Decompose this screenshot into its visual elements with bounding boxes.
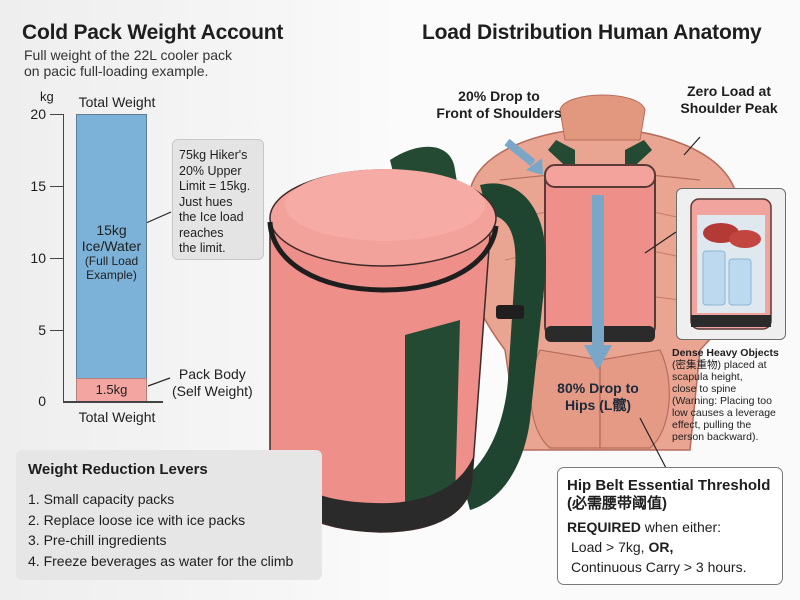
ice-note-2: Example)	[86, 268, 137, 282]
bar-ice-water	[76, 114, 147, 379]
callout-line: the Ice load	[179, 210, 244, 224]
subtitle-line-1: Full weight of the 22L cooler pack	[24, 47, 233, 63]
y-tickmark	[50, 114, 64, 115]
lever-item: 3. Pre-chill ingredients	[28, 532, 167, 548]
back-pack-illustration	[504, 138, 656, 370]
front-shoulders-line-1: 20% Drop to	[458, 88, 540, 104]
y-tick-15: 15	[30, 178, 46, 194]
dense-line: person backward).	[672, 431, 759, 443]
required-word: REQUIRED	[567, 519, 641, 535]
weight-reduction-levers-box: Weight Reduction Levers 1. Small capacit…	[16, 450, 322, 580]
front-shoulders-line-2: Front of Shoulders	[436, 105, 562, 121]
pack-contents-icon	[690, 198, 772, 330]
column-header-bottom: Total Weight	[78, 409, 156, 425]
threshold-required: REQUIRED when either:	[567, 517, 782, 537]
body-bar-value: 1.5kg	[95, 382, 128, 397]
hips-line-2: Hips (L髋)	[564, 397, 632, 413]
y-tick-5: 5	[38, 322, 46, 338]
dense-line: (密集重物) placed at	[672, 359, 767, 371]
pack-body-label-1: Pack Body	[178, 366, 246, 382]
hip-belt-threshold-box: Hip Belt Essential Threshold (必需腰带阈值) RE…	[557, 467, 783, 585]
column-header-top: Total Weight	[78, 94, 156, 110]
upper-limit-callout: 75kg Hiker's 20% Upper Limit = 15kg. Jus…	[172, 139, 264, 260]
y-tickmark	[50, 258, 64, 259]
y-tick-0: 0	[38, 393, 46, 409]
lever-item: 4. Freeze beverages as water for the cli…	[28, 552, 294, 569]
ice-note-1: (Full Load	[84, 254, 139, 268]
y-axis-unit: kg	[40, 89, 54, 104]
callout-line: the limit.	[179, 241, 226, 255]
left-title: Cold Pack Weight Account	[22, 21, 284, 44]
x-axis-line	[63, 401, 163, 403]
condition-1-text: Load > 7kg,	[571, 539, 649, 555]
ice-bar-label: 15kg Ice/Water (Full Load Example)	[76, 222, 147, 282]
pack-body-label: Pack Body (Self Weight)	[172, 366, 253, 400]
ice-name: Ice/Water	[81, 238, 142, 254]
threshold-condition-1: Load > 7kg, OR,	[567, 537, 782, 557]
zero-load-line-1: Zero Load at	[686, 83, 771, 99]
required-rest: when either:	[640, 519, 722, 535]
zero-load-label: Zero Load at Shoulder Peak	[670, 83, 788, 117]
callout-line: 20% Upper	[179, 163, 242, 178]
right-title: Load Distribution Human Anatomy	[422, 21, 762, 44]
zero-load-line-2: Shoulder Peak	[680, 100, 778, 116]
y-tick-20: 20	[30, 106, 46, 122]
front-shoulders-label: 20% Drop to Front of Shoulders	[424, 88, 574, 122]
pack-body-label-2: (Self Weight)	[172, 383, 253, 399]
inset-pack-contents	[676, 188, 786, 340]
lever-item: 2. Replace loose ice with ice packs	[28, 511, 246, 528]
y-tickmark	[50, 330, 64, 331]
callout-line: 75kg Hiker's	[179, 148, 248, 162]
dense-objects-note: Dense Heavy Objects (密集重物) placed at sca…	[672, 347, 792, 443]
dense-line: effect, pulling the	[672, 419, 752, 431]
lever-item: 1. Small capacity packs	[28, 491, 175, 507]
callout-line: Just hues	[179, 194, 233, 209]
dense-line: (Warning: Placing too	[672, 395, 772, 407]
threshold-condition-2: Continuous Carry > 3 hours.	[571, 559, 747, 575]
callout-line: reaches	[179, 225, 224, 240]
y-axis-line	[63, 114, 64, 402]
threshold-title-cn: (必需腰带阈值)	[567, 495, 667, 512]
y-tick-10: 10	[30, 250, 46, 266]
levers-list: 1. Small capacity packs 2. Replace loose…	[28, 489, 293, 571]
dense-title: Dense Heavy Objects	[672, 347, 779, 359]
callout-line: Limit = 15kg.	[179, 179, 251, 193]
hips-label: 80% Drop to Hips (L髋)	[548, 380, 648, 414]
hips-line-1: 80% Drop to	[557, 380, 639, 396]
dense-line: close to spine	[672, 383, 737, 395]
dense-line: scapula height,	[672, 371, 743, 383]
condition-1-or: OR,	[648, 539, 674, 555]
subtitle-line-2: on pacic full-loading example.	[24, 63, 209, 79]
left-subtitle: Full weight of the 22L cooler pack on pa…	[24, 47, 232, 79]
ice-value: 15kg	[96, 222, 127, 238]
dense-line: low causes a leverage	[672, 407, 776, 419]
threshold-title: Hip Belt Essential Threshold	[567, 477, 771, 494]
levers-title: Weight Reduction Levers	[28, 461, 208, 478]
y-tickmark	[50, 186, 64, 187]
